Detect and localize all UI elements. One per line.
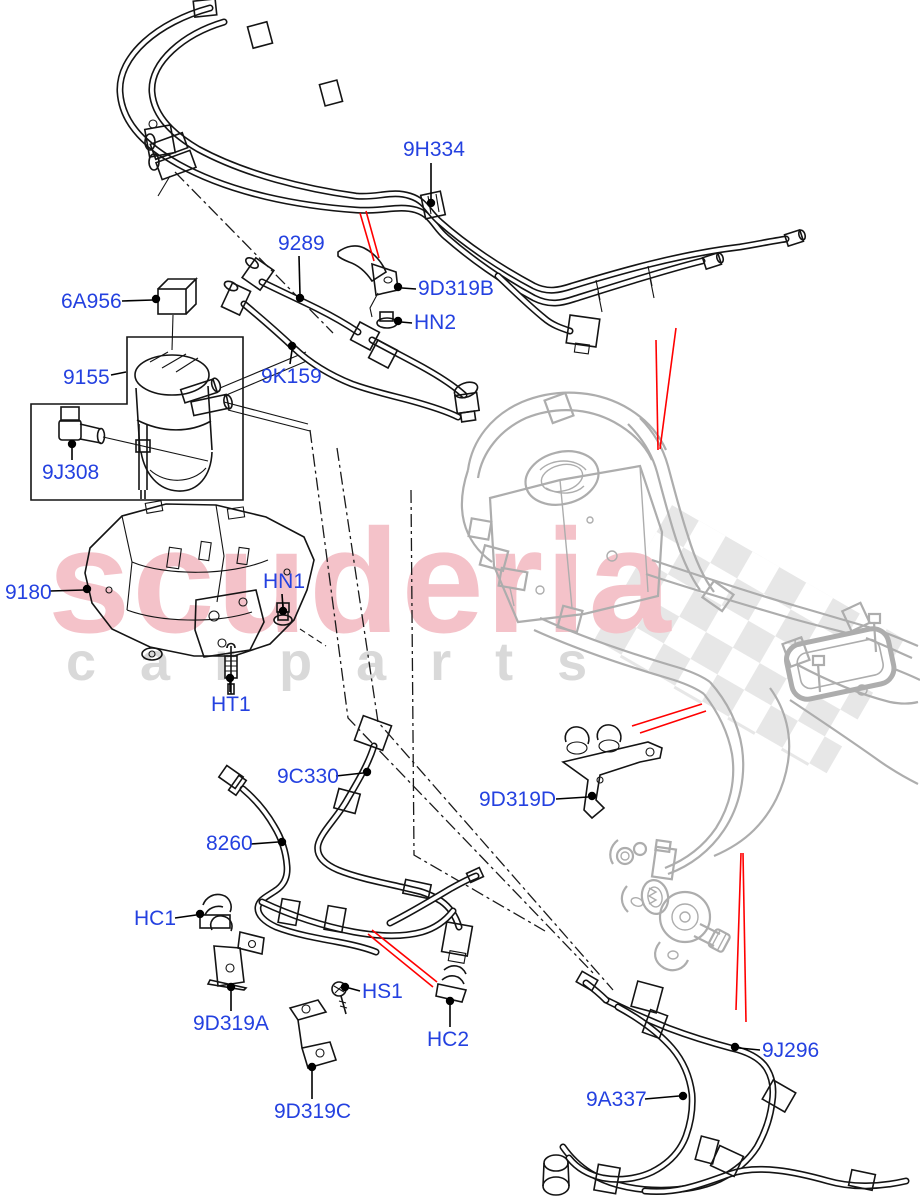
part-label-9J296[interactable]: 9J296: [762, 1039, 820, 1062]
part-label-9J308[interactable]: 9J308: [42, 461, 100, 484]
part-label-HT1[interactable]: HT1: [211, 693, 251, 716]
engine-assembly-art: [460, 391, 920, 972]
part-label-HN1[interactable]: HN1: [263, 570, 306, 593]
part-label-9H334[interactable]: 9H334: [403, 138, 465, 161]
part-label-6A956[interactable]: 6A956: [61, 290, 122, 313]
part-label-9155[interactable]: 9155: [63, 366, 110, 389]
part-label-9A337[interactable]: 9A337: [586, 1088, 647, 1111]
part-label-9289[interactable]: 9289: [278, 232, 325, 255]
part-label-8260[interactable]: 8260: [206, 832, 253, 855]
watermark-flag: [593, 505, 905, 776]
part-label-9C330[interactable]: 9C330: [277, 765, 339, 788]
part-label-HN2[interactable]: HN2: [414, 311, 457, 334]
watermark-brand: scuderia: [48, 499, 673, 664]
part-label-9D319B[interactable]: 9D319B: [418, 277, 494, 300]
part-label-9D319A[interactable]: 9D319A: [193, 1012, 269, 1035]
fuel-pipes-art: [30, 0, 906, 1196]
watermark-text: scuderia carparts: [48, 499, 673, 692]
part-label-9D319D[interactable]: 9D319D: [479, 788, 557, 811]
part-label-HS1[interactable]: HS1: [362, 980, 403, 1003]
part-label-9D319C[interactable]: 9D319C: [274, 1100, 352, 1123]
part-label-9K159[interactable]: 9K159: [261, 365, 322, 388]
watermark-subtitle: carparts: [66, 632, 631, 692]
part-label-HC1[interactable]: HC1: [134, 907, 177, 930]
part-label-9180[interactable]: 9180: [5, 581, 52, 604]
part-label-HC2[interactable]: HC2: [427, 1028, 470, 1051]
